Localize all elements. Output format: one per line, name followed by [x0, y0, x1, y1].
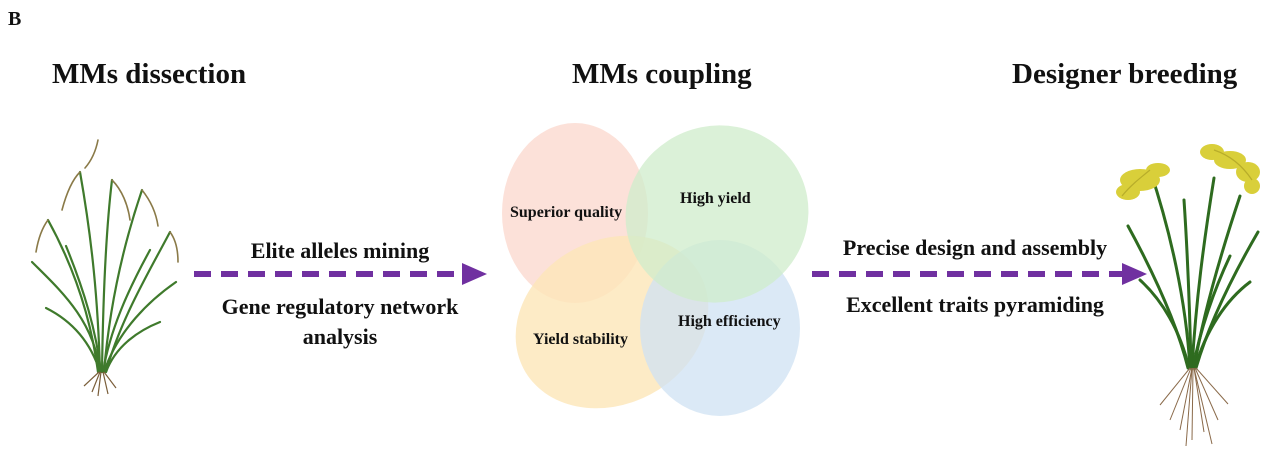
heading-mms-coupling: MMs coupling: [572, 58, 752, 90]
panel-letter: B: [8, 8, 22, 30]
venn-label-high-efficiency: High efficiency: [678, 313, 781, 330]
left-arrow-label-top: Elite alleles mining: [250, 238, 430, 263]
rice-plant-left-icon: [30, 139, 179, 397]
venn-diagram: [502, 123, 809, 416]
rice-plant-right-icon: [1116, 144, 1260, 447]
right-arrow-label-bottom: Excellent traits pyramiding: [846, 292, 1104, 317]
arrow-left: [194, 263, 487, 285]
arrow-right: [812, 263, 1147, 285]
venn-ellipse-high-yield: [625, 125, 809, 303]
venn-label-yield-stability: Yield stability: [533, 331, 628, 348]
left-arrow-label-bottom: Gene regulatory network analysis: [221, 294, 459, 349]
heading-designer-breeding: Designer breeding: [1012, 58, 1238, 90]
venn-label-superior-quality: Superior quality: [510, 204, 623, 221]
venn-label-high-yield: High yield: [680, 190, 751, 207]
heading-mms-dissection: MMs dissection: [52, 58, 247, 90]
right-arrow-label-top: Precise design and assembly: [842, 235, 1108, 260]
